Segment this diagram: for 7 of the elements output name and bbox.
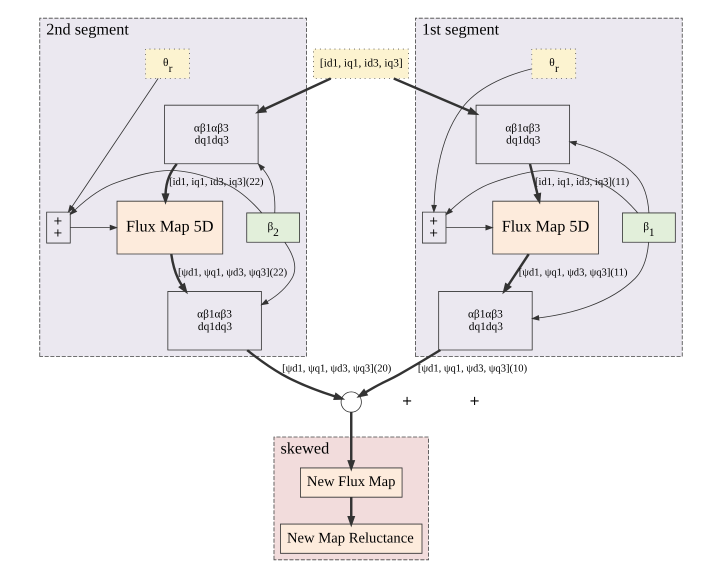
edge-label: [ψd1, ψq1, ψd3, ψq3](10) xyxy=(417,363,527,374)
label: + xyxy=(468,394,480,410)
edge-label: [id1, iq1, id3, iq3](22) xyxy=(168,177,264,188)
edge-label: [ψd1, ψq1, ψd3, ψq3](22) xyxy=(178,268,287,278)
edge-label: [ψd1, ψq1, ψd3, ψq3](20) xyxy=(282,363,391,374)
label: + xyxy=(401,394,412,410)
edge-label: [ψd1, ψq1, ψd3, ψq3](11) xyxy=(518,268,628,278)
